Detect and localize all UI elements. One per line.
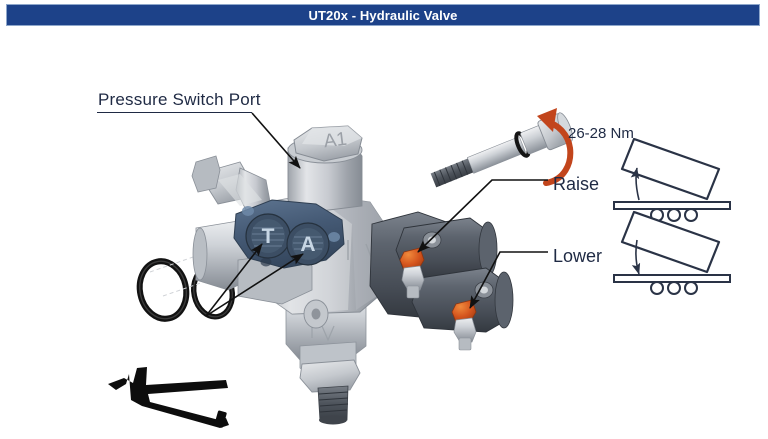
port-a: A [286,222,330,266]
leader-ports-t-a [205,243,304,317]
mounting-bolt [430,112,573,188]
mounting-lug-2 [303,299,329,329]
title-bar: UT20x - Hydraulic Valve [6,4,760,26]
port-marking-t: T [262,225,275,248]
leader-raise [417,179,548,253]
callout-label-raise: Raise [553,174,600,194]
torque-rotation-arrow [537,108,574,186]
o-ring-outer [136,258,190,322]
solenoid-block [369,211,514,351]
tipper-trailer-lower-icon [613,210,731,295]
valve-body-assembly: A1 [191,125,514,425]
connector-cap-raise [399,247,425,299]
callout-label-lower: Lower [553,246,603,266]
callout-label-pressure-switch-port: Pressure Switch Port [98,90,261,109]
callout-label-torque: 26-28 Nm [568,125,634,142]
hydraulic-valve-diagram: A1 [0,28,768,439]
page-title: UT20x - Hydraulic Valve [308,7,458,23]
tipper-trailer-raise-icon [613,137,731,222]
port-marking-a: A [300,233,315,256]
retaining-clip-tool [108,367,229,428]
bottom-threaded-port [317,385,349,425]
leader-lower [469,251,548,309]
cap-a1: A1 [293,125,363,162]
leader-pressure-switch-port [251,112,301,169]
connector-cap-lower [451,299,477,351]
callout-underline-pressure-switch-port [97,112,252,113]
cap-marking-a1: A1 [323,129,349,153]
port-t: T [245,213,291,259]
